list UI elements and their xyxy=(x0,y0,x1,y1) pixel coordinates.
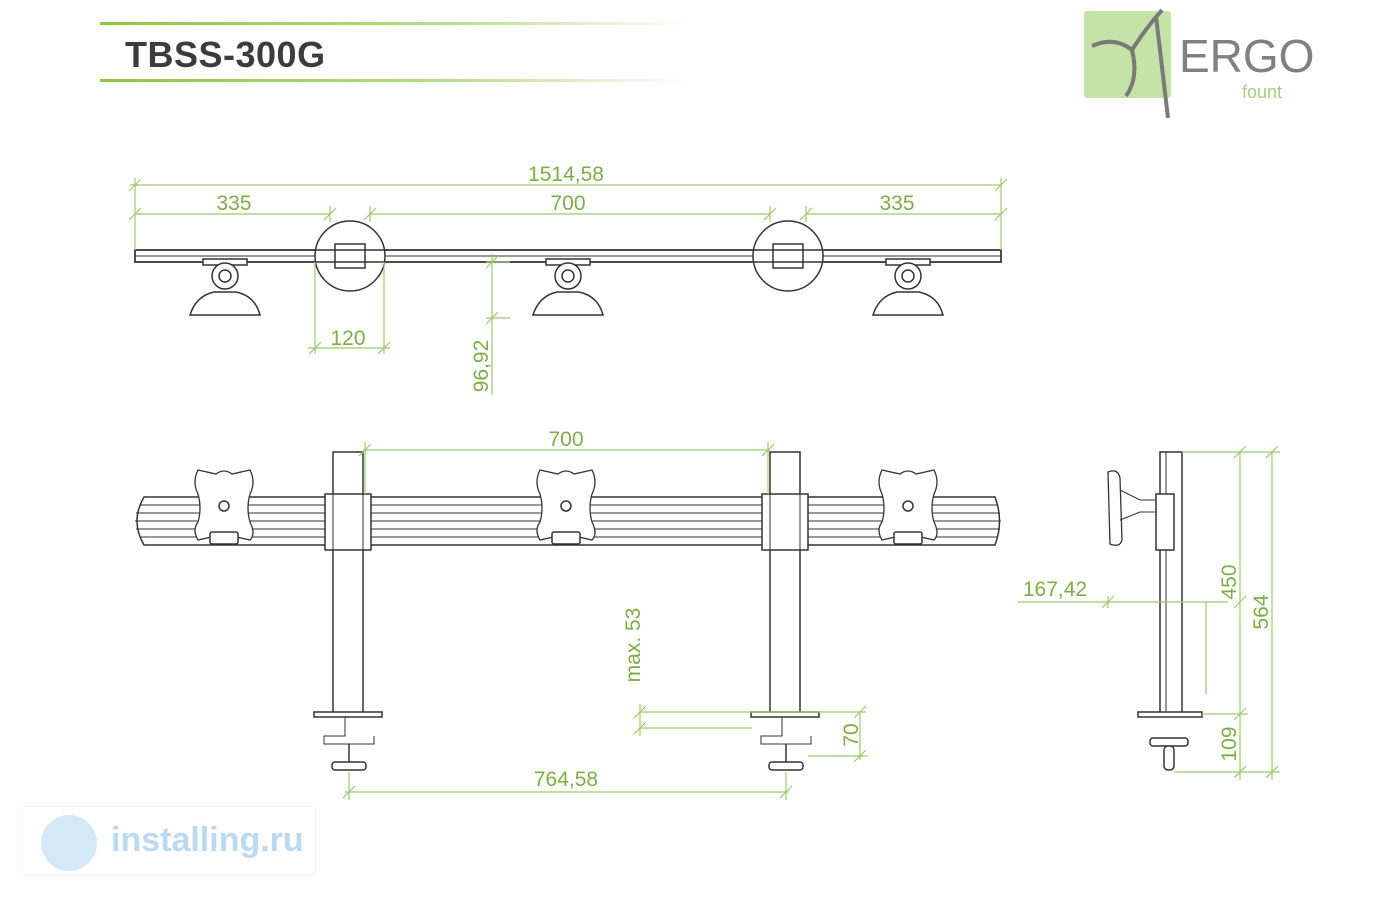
dim-side-height-total: 564 xyxy=(1250,594,1273,629)
top-view: 1514,58 335 700 335 120 96,92 xyxy=(128,163,1008,395)
side-vesa-plate xyxy=(1107,470,1123,546)
dim-right-offset: 335 xyxy=(879,192,914,215)
top-mount-center xyxy=(531,258,604,316)
dim-pole-spacing: 764,58 xyxy=(534,768,598,791)
top-clamp-left xyxy=(334,243,366,269)
dim-max-desk: max. 53 xyxy=(622,608,645,683)
logo-sub-text: fount xyxy=(1242,82,1282,102)
front-pole-left xyxy=(332,451,364,715)
logo-square xyxy=(1084,11,1171,98)
side-collar xyxy=(1155,493,1175,551)
watermark-text: installing.ru xyxy=(111,821,304,859)
logo-brand-text: ERGO xyxy=(1179,30,1314,82)
dim-clamp-width: 120 xyxy=(330,327,365,350)
watermark-badge-icon xyxy=(41,815,97,871)
front-desk-clamp-left xyxy=(313,711,383,771)
top-mount-right xyxy=(871,258,944,316)
title-block: TBSS-300G xyxy=(100,22,690,84)
title-rule-top xyxy=(100,22,690,25)
ergofount-logo: ERGO fount xyxy=(1084,8,1314,119)
dim-drop: 96,92 xyxy=(470,340,493,393)
vesa-plate-left xyxy=(194,469,254,545)
vesa-plate-center xyxy=(536,469,596,545)
dim-front-spacing: 700 xyxy=(548,428,583,451)
vesa-plate-right xyxy=(878,469,938,545)
front-collar-right xyxy=(761,493,809,551)
dim-left-offset: 335 xyxy=(216,192,251,215)
dim-overall-width: 1514,58 xyxy=(528,163,604,186)
model-title: TBSS-300G xyxy=(125,34,326,75)
watermark: installing.ru xyxy=(22,806,316,876)
front-desk-clamp-right xyxy=(750,711,820,771)
title-rule-bottom xyxy=(100,79,690,82)
dim-side-height-lower: 109 xyxy=(1218,726,1241,761)
front-collar-left xyxy=(324,493,372,551)
front-pole-right xyxy=(769,451,801,715)
dim-side-offset: 167,42 xyxy=(1023,578,1087,601)
dim-desk-gap: 70 xyxy=(840,723,863,746)
side-pole xyxy=(1159,451,1183,715)
dim-side-height-upper: 450 xyxy=(1218,564,1241,599)
top-mount-left xyxy=(188,258,261,316)
top-clamp-right xyxy=(772,243,804,269)
dim-mount-spacing: 700 xyxy=(550,192,585,215)
front-view: 700 max. 53 70 764,58 xyxy=(135,428,1001,800)
side-view: 167,42 450 564 109 xyxy=(1018,445,1280,780)
